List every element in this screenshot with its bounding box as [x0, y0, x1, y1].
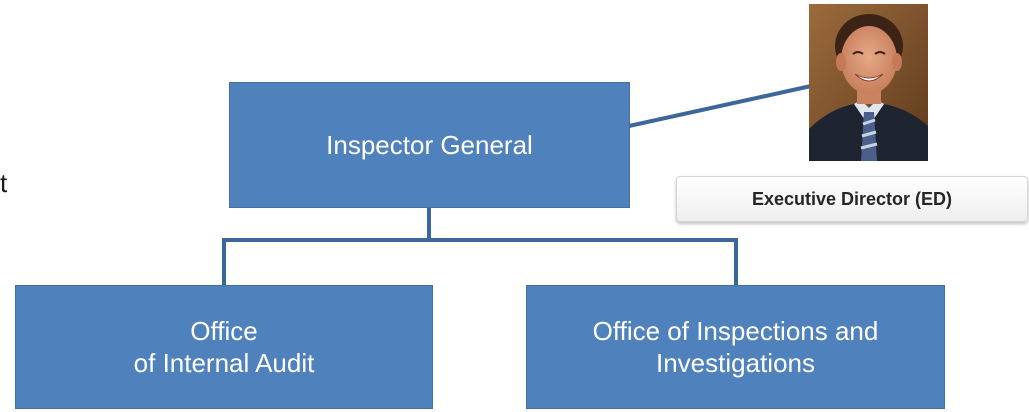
executive-director-photo [809, 4, 928, 161]
connector-ig-to-photo [628, 84, 812, 128]
executive-director-caption: Executive Director (ED) [676, 176, 1028, 222]
internal-audit-box: Office of Internal Audit [15, 285, 433, 409]
inspections-label-line2: Investigations [656, 348, 815, 378]
internal-audit-label-line1: Office [190, 315, 258, 346]
cropped-text-fragment: t [0, 168, 8, 198]
inspections-investigations-box: Office of Inspections and Investigations [526, 285, 945, 409]
internal-audit-label-line2: of Internal Audit [133, 348, 315, 378]
inspections-label-line1: Office of Inspections and [592, 315, 879, 346]
inspector-general-box: Inspector General [229, 82, 630, 208]
inspector-general-label: Inspector General [326, 129, 533, 160]
